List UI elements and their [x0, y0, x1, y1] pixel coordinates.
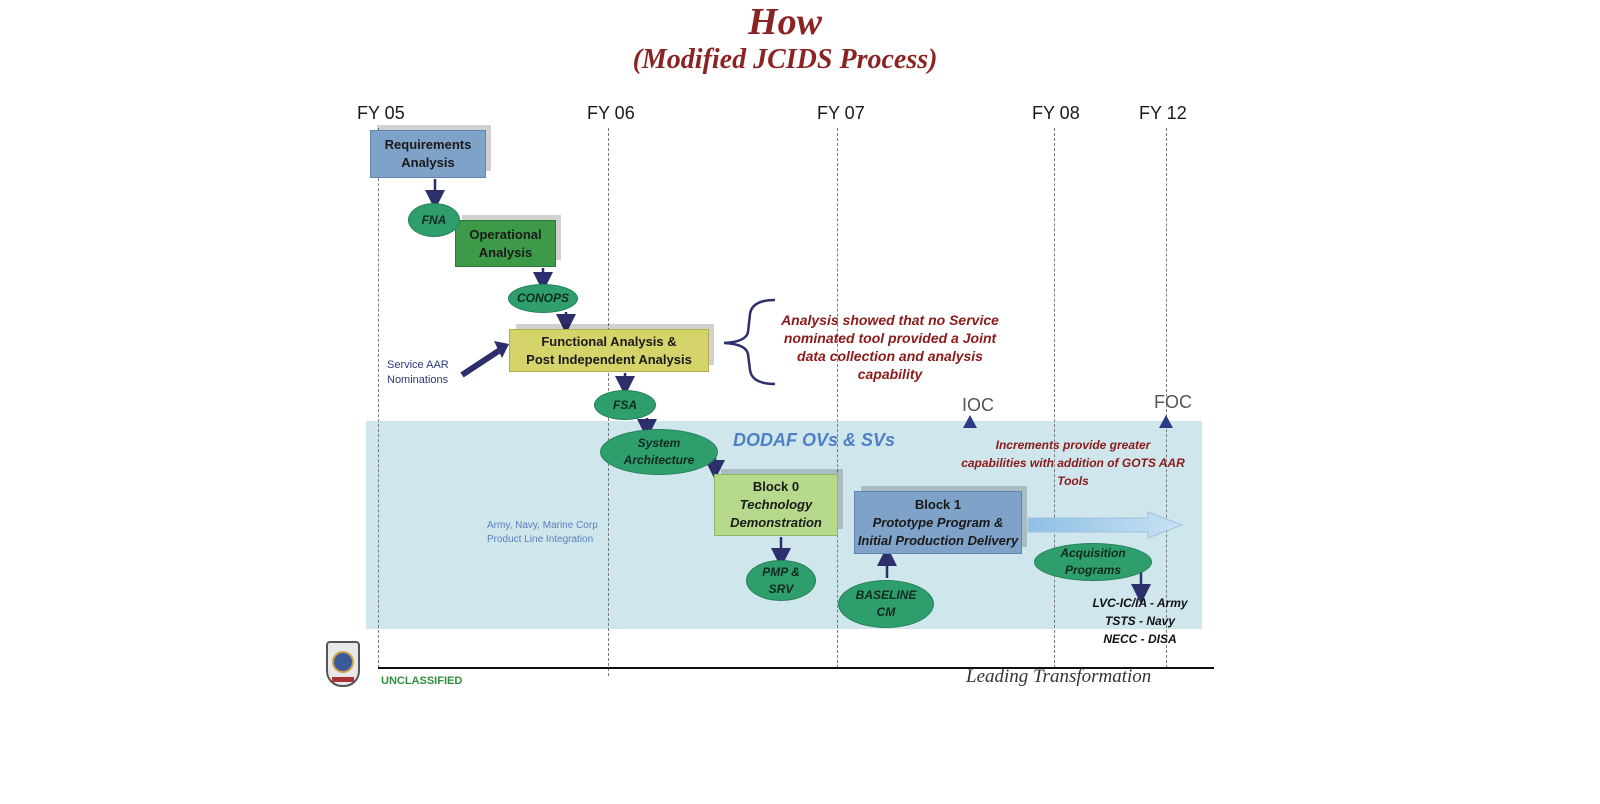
- ioc-label: IOC: [962, 395, 995, 415]
- foc-label: FOC: [1154, 392, 1192, 412]
- seal-band: [332, 677, 354, 682]
- analysis-note: Analysis showed that no Service nominate…: [765, 311, 1015, 383]
- block1-box: Block 1 Prototype Program & Initial Produc…: [854, 491, 1022, 554]
- page-title: How: [748, 1, 822, 43]
- box-line: Analysis: [478, 244, 533, 260]
- fy12-label: FY 12: [1139, 103, 1187, 123]
- note-line: data collection and analysis: [797, 348, 983, 364]
- dodaf-label: DODAF OVs & SVs: [733, 430, 896, 450]
- seal-logo: [326, 641, 360, 687]
- box-line: Block 0: [752, 479, 800, 494]
- program-line: LVC-IC/IA - Army: [1092, 596, 1188, 610]
- foc-marker: [1159, 415, 1173, 428]
- oval-line: CM: [876, 605, 896, 619]
- box-line: Demonstration: [730, 515, 822, 530]
- box-line: Operational: [469, 226, 542, 242]
- oval-line: FNA: [421, 212, 447, 227]
- fna-oval: FNA: [408, 203, 460, 237]
- label-line: Product Line Integration: [487, 534, 594, 545]
- fy08-gridline: [1054, 128, 1055, 668]
- programs-list: LVC-IC/IA - Army TSTS - Navy NECC - DISA: [1080, 594, 1200, 648]
- product-line-label: Army, Navy, Marine Corp Product Line Int…: [487, 519, 598, 547]
- oval-line: Architecture: [623, 453, 695, 467]
- ioc-marker: [963, 415, 977, 428]
- note-line: Tools: [1057, 474, 1089, 488]
- classification-label: UNCLASSIFIED: [381, 675, 463, 687]
- conops-oval: CONOPS: [508, 284, 578, 313]
- box-line: Requirements: [384, 137, 472, 152]
- note-line: nominated tool provided a Joint: [783, 330, 997, 346]
- pmp-srv-oval: PMP & SRV: [746, 560, 816, 601]
- note-line: capabilities with addition of GOTS AAR: [961, 456, 1185, 470]
- oval-line: Programs: [1064, 563, 1122, 577]
- increments-note: Increments provide greater capabilities …: [942, 436, 1204, 490]
- page-subtitle: (Modified JCIDS Process): [632, 44, 938, 75]
- note-line: Analysis showed that no Service: [781, 312, 999, 328]
- fy05-label: FY 05: [357, 103, 405, 123]
- oval-line: Acquisition: [1060, 546, 1126, 560]
- label-line: Nominations: [387, 374, 449, 386]
- box-line: Prototype Program &: [872, 514, 1004, 530]
- oval-line: CONOPS: [516, 291, 569, 305]
- fy12-gridline: [1166, 128, 1167, 668]
- fy05-gridline: [378, 128, 379, 668]
- fsa-oval: FSA: [594, 390, 656, 420]
- seal-emblem-icon: [332, 651, 354, 673]
- fy06-label: FY 06: [587, 103, 635, 123]
- oval-line: PMP &: [762, 564, 800, 579]
- box-line: Analysis: [401, 155, 455, 170]
- box-line: Functional Analysis &: [541, 333, 677, 349]
- note-line: Increments provide greater: [995, 438, 1151, 452]
- label-line: Army, Navy, Marine Corp: [487, 520, 598, 531]
- tagline: Leading Transformation: [966, 666, 1152, 687]
- fy08-label: FY 08: [1032, 103, 1080, 123]
- box-line: Technology: [739, 497, 813, 512]
- fy07-gridline: [837, 128, 838, 668]
- baseline-cm-oval: BASELINE CM: [838, 580, 934, 628]
- program-line: TSTS - Navy: [1104, 614, 1176, 628]
- box-line: Block 1: [914, 496, 962, 512]
- label-line: Service AAR: [387, 359, 449, 371]
- box-line: Post Independent Analysis: [526, 351, 692, 367]
- oval-line: SRV: [768, 581, 794, 596]
- service-aar-label: Service AAR Nominations: [387, 358, 449, 388]
- box-line: Initial Production Delivery: [857, 532, 1019, 548]
- functional-analysis-box: Functional Analysis & Post Independent An…: [509, 329, 709, 372]
- oval-line: System: [637, 436, 681, 450]
- oval-line: FSA: [613, 397, 637, 412]
- fy07-label: FY 07: [817, 103, 865, 123]
- program-line: NECC - DISA: [1103, 632, 1177, 646]
- note-line: capability: [857, 366, 923, 382]
- oval-line: BASELINE: [855, 588, 917, 602]
